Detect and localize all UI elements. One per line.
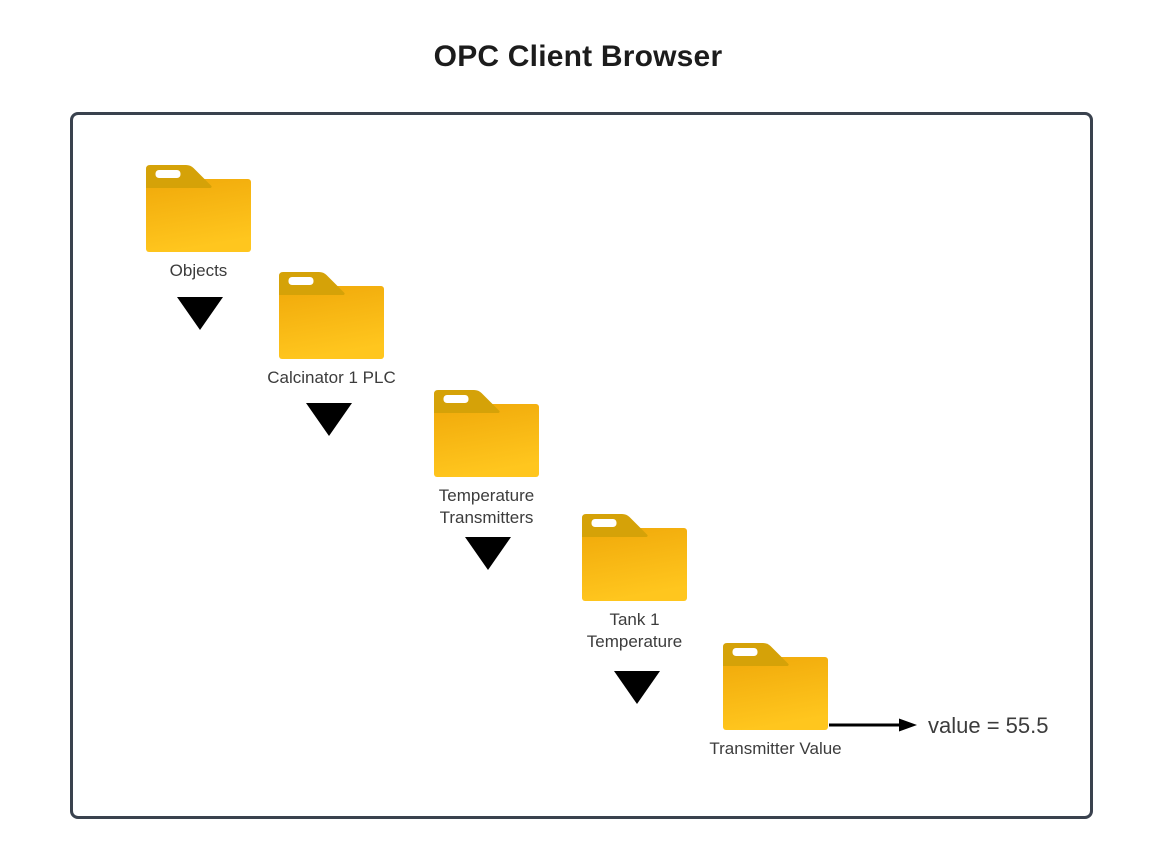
node-label: Transmitter Value bbox=[709, 739, 842, 758]
arrow-right-icon bbox=[829, 718, 917, 732]
triangle-down-icon[interactable] bbox=[465, 537, 511, 570]
node-label: Tank 1 Temperature bbox=[586, 610, 683, 651]
tree-node-calcinator-1-plc[interactable]: Calcinator 1 PLC bbox=[267, 272, 396, 387]
folder-icon[interactable] bbox=[279, 272, 384, 359]
node-label: Temperature Transmitters bbox=[438, 486, 535, 527]
triangle-down-icon[interactable] bbox=[177, 297, 223, 330]
tree-node-objects[interactable]: Objects bbox=[146, 165, 251, 280]
node-label: Calcinator 1 PLC bbox=[267, 368, 396, 387]
value-text: value = 55.5 bbox=[928, 713, 1049, 738]
tree-node-temperature-transmitters[interactable]: Temperature Transmitters bbox=[434, 390, 539, 527]
folder-icon[interactable] bbox=[582, 514, 687, 601]
browser-panel bbox=[70, 112, 1093, 819]
tree-node-tank-1-temperature[interactable]: Tank 1 Temperature bbox=[582, 514, 687, 651]
folder-icon[interactable] bbox=[146, 165, 251, 252]
folder-icon[interactable] bbox=[723, 643, 828, 730]
triangle-down-icon[interactable] bbox=[306, 403, 352, 436]
folder-icon[interactable] bbox=[434, 390, 539, 477]
node-label: Objects bbox=[169, 261, 228, 280]
page-title: OPC Client Browser bbox=[433, 40, 723, 73]
tree-node-transmitter-value[interactable]: Transmitter Value bbox=[709, 643, 842, 758]
triangle-down-icon[interactable] bbox=[614, 671, 660, 704]
